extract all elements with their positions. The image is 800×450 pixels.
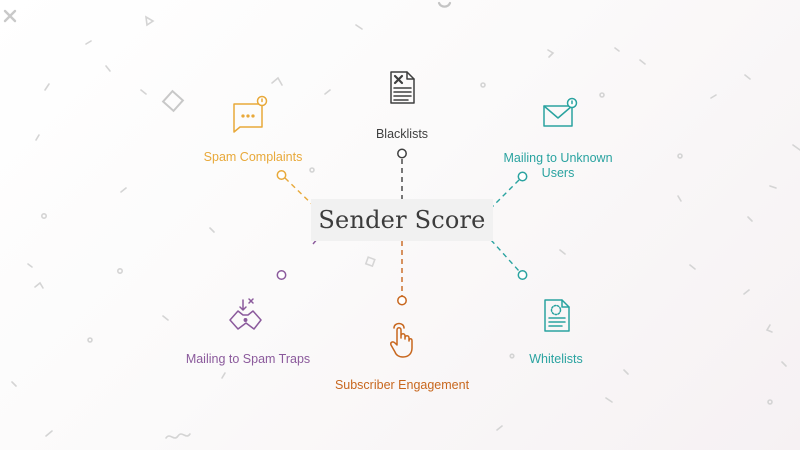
label-unknown-users-line-1: Mailing to Unknown (503, 151, 613, 165)
label-subscriber-engagement: Subscriber Engagement (334, 378, 470, 392)
center-title: Sender Score (318, 206, 486, 234)
connector-node-subscriber-engagement (397, 295, 407, 306)
spam-trap-icon (229, 298, 262, 330)
label-unknown-users: Mailing to Unknown Users (488, 151, 628, 181)
background-decorations (3, 1, 800, 439)
pointing-hand-icon (390, 322, 413, 358)
connector-whitelists (490, 239, 528, 280)
connector-node-unknown-users (517, 171, 528, 182)
connector-node-blacklists (397, 148, 407, 159)
connector-node-spam-complaints (276, 170, 287, 180)
center-node: Sender Score (311, 199, 493, 241)
connector-node-spam-traps (276, 270, 287, 280)
label-spam-complaints: Spam Complaints (203, 150, 303, 164)
label-whitelists: Whitelists (529, 352, 583, 366)
whitelist-document-icon (544, 299, 570, 332)
label-blacklists: Blacklists (375, 127, 429, 141)
label-spam-traps: Mailing to Spam Traps (185, 352, 311, 366)
connector-blacklists (397, 148, 407, 199)
connector-node-whitelists (517, 270, 528, 280)
label-unknown-users-line-2: Users (541, 166, 575, 180)
connector-subscriber-engagement (397, 241, 407, 306)
blacklist-document-icon (390, 71, 415, 104)
connector-spam-traps (276, 237, 319, 280)
unknown-user-envelope-icon (543, 97, 578, 127)
spam-complaint-envelope-icon (233, 95, 268, 133)
